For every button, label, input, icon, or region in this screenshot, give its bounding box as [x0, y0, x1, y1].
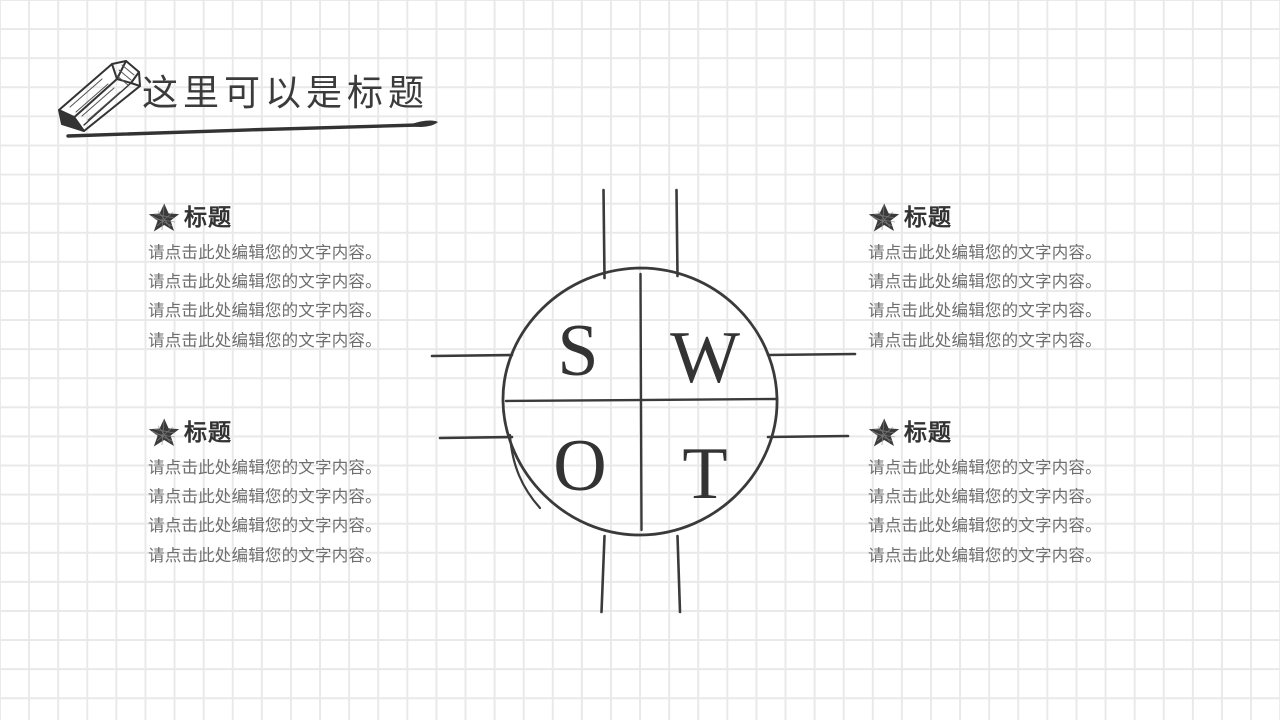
block-body: 请点击此处编辑您的文字内容。 请点击此处编辑您的文字内容。 请点击此处编辑您的文… — [868, 238, 1168, 355]
body-line: 请点击此处编辑您的文字内容。 — [148, 272, 382, 292]
swot-letter-w: W — [670, 317, 740, 399]
body-line: 请点击此处编辑您的文字内容。 — [868, 330, 1102, 350]
body-line: 请点击此处编辑您的文字内容。 — [148, 243, 382, 262]
star-icon — [148, 203, 180, 231]
connector-bottom-left — [600, 534, 606, 614]
connector-top-right — [675, 188, 679, 278]
connector-left-upper — [430, 353, 514, 358]
star-icon — [868, 203, 900, 231]
body-line: 请点击此处编辑您的文字内容。 — [868, 487, 1102, 507]
swot-diagram-graphic: S W O T — [430, 188, 857, 614]
block-heading: 标题 — [148, 415, 448, 449]
swot-circle-outline — [501, 266, 779, 537]
connector-right-lower — [766, 434, 850, 439]
swot-divider-vertical — [639, 272, 643, 532]
connector-bottom-right — [676, 534, 682, 614]
block-heading: 标题 — [868, 415, 1168, 449]
content-block-top-left[interactable]: 标题 请点击此处编辑您的文字内容。 请点击此处编辑您的文字内容。 请点击此处编辑… — [148, 200, 448, 355]
block-title: 标题 — [184, 419, 232, 445]
block-body: 请点击此处编辑您的文字内容。 请点击此处编辑您的文字内容。 请点击此处编辑您的文… — [148, 453, 448, 570]
block-title: 标题 — [904, 419, 952, 445]
body-line: 请点击此处编辑您的文字内容。 — [868, 458, 1102, 477]
content-block-top-right[interactable]: 标题 请点击此处编辑您的文字内容。 请点击此处编辑您的文字内容。 请点击此处编辑… — [868, 200, 1168, 355]
star-icon — [148, 418, 180, 446]
block-title: 标题 — [184, 204, 232, 230]
content-block-bottom-left[interactable]: 标题 请点击此处编辑您的文字内容。 请点击此处编辑您的文字内容。 请点击此处编辑… — [148, 415, 448, 570]
slide-header: 这里可以是标题 — [46, 52, 466, 144]
star-icon — [868, 418, 900, 446]
swot-letter-t: T — [682, 433, 727, 515]
body-line: 请点击此处编辑您的文字内容。 — [148, 458, 382, 477]
block-body: 请点击此处编辑您的文字内容。 请点击此处编辑您的文字内容。 请点击此处编辑您的文… — [868, 453, 1168, 570]
block-body: 请点击此处编辑您的文字内容。 请点击此处编辑您的文字内容。 请点击此处编辑您的文… — [148, 238, 448, 355]
body-line: 请点击此处编辑您的文字内容。 — [868, 516, 1102, 536]
body-line: 请点击此处编辑您的文字内容。 — [868, 301, 1102, 321]
swot-circle-sketch — [508, 433, 542, 510]
body-line: 请点击此处编辑您的文字内容。 — [868, 243, 1102, 262]
body-line: 请点击此处编辑您的文字内容。 — [148, 545, 382, 565]
body-line: 请点击此处编辑您的文字内容。 — [868, 545, 1102, 565]
block-heading: 标题 — [148, 200, 448, 234]
body-line: 请点击此处编辑您的文字内容。 — [148, 330, 382, 350]
swot-diagram[interactable]: S W O T — [400, 170, 880, 630]
block-title: 标题 — [904, 204, 952, 230]
body-line: 请点击此处编辑您的文字内容。 — [868, 272, 1102, 292]
swot-letter-s: S — [557, 310, 598, 392]
connector-left-lower — [438, 435, 514, 440]
block-heading: 标题 — [868, 200, 1168, 234]
swot-letter-o: O — [553, 425, 606, 507]
body-line: 请点击此处编辑您的文字内容。 — [148, 516, 382, 536]
connector-top-left — [602, 188, 606, 280]
body-line: 请点击此处编辑您的文字内容。 — [148, 301, 382, 321]
body-line: 请点击此处编辑您的文字内容。 — [148, 487, 382, 507]
pencil-icon — [58, 60, 141, 132]
content-block-bottom-right[interactable]: 标题 请点击此处编辑您的文字内容。 请点击此处编辑您的文字内容。 请点击此处编辑… — [868, 415, 1168, 570]
connector-right-upper — [766, 352, 857, 357]
page-title: 这里可以是标题 — [142, 73, 430, 113]
swot-divider-horizontal — [504, 397, 779, 403]
